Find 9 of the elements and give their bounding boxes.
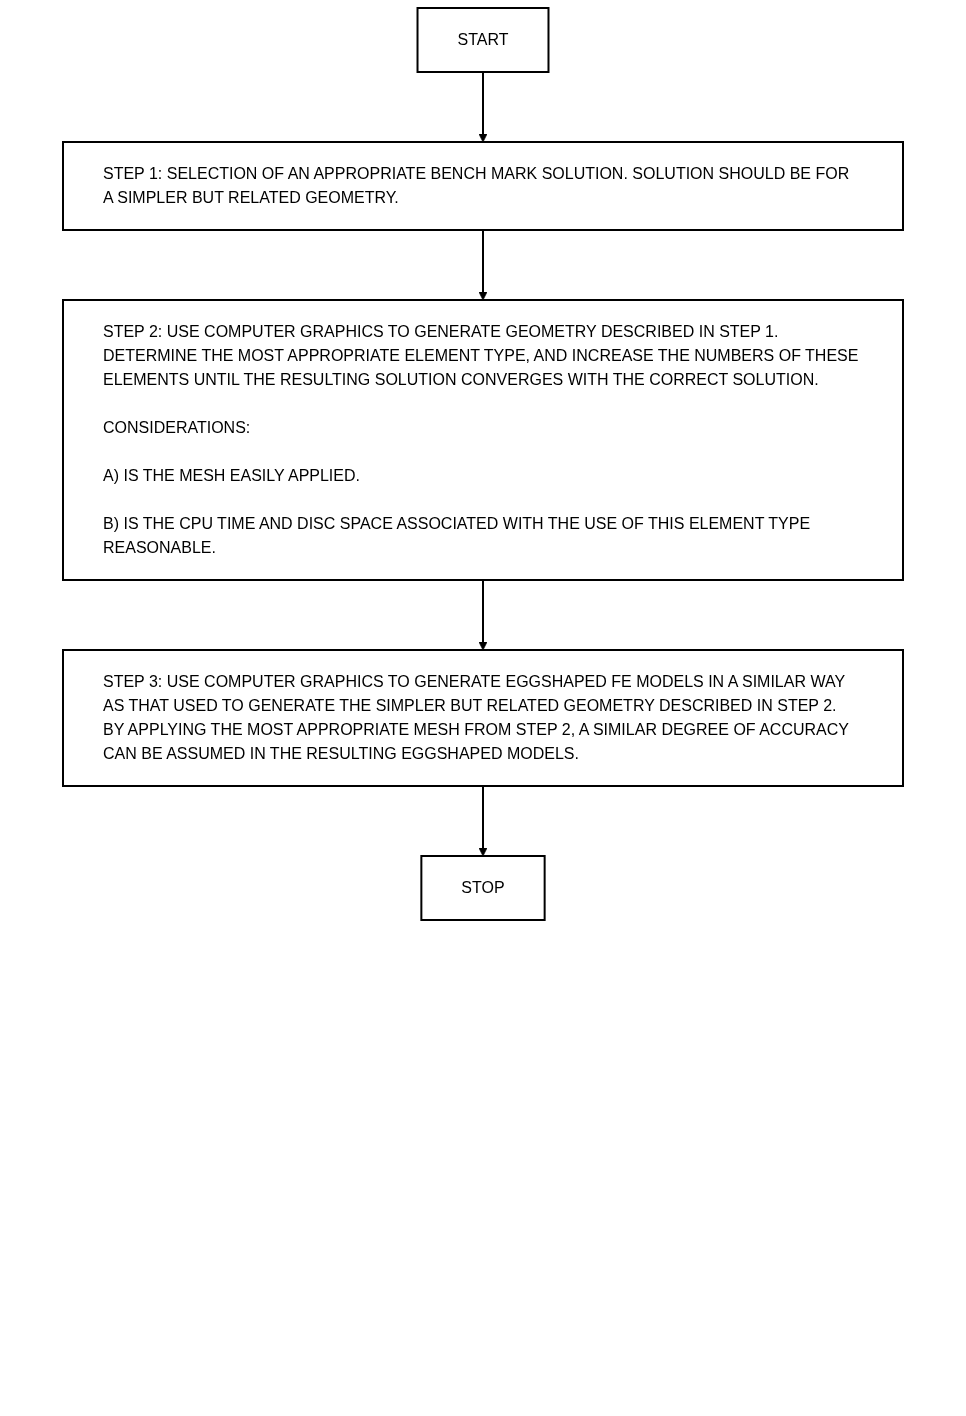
arrow [478, 785, 488, 857]
node-box: START [416, 7, 550, 73]
node-box: STOP [420, 855, 546, 921]
node-box: STEP 3: USE COMPUTER GRAPHICS TO GENERATE EGGSHAPED FE MODELS IN A SIMILAR WAY AS THAT USED TO GENERATE THE SIMPLER BUT RELATED GEOMETRY DESCRIBED IN STEP 2. BY APPLYING THE MOST APPROPRIATE MESH FROM STEP 2, A SIMILAR DEGREE OF ACCURACY CAN BE ASSUMED IN THE RESULTING EGGSHAPED MODELS. [62, 649, 904, 787]
arrow [478, 71, 488, 143]
arrow [478, 229, 488, 301]
node-box: STEP 2: USE COMPUTER GRAPHICS TO GENERATE GEOMETRY DESCRIBED IN STEP 1. DETERMINE THE MOST APPROPRIATE ELEMENT TYPE, AND INCREASE THE NUMBERS OF THESE ELEMENTS UNTIL THE RESULTING SOLUTION CONVERGES WITH THE CORRECT SOLUTION. CONSIDERATIONS: A) IS THE MESH EASILY APPLIED. B) IS THE CPU TIME AND DISC SPACE ASSOCIATED WITH THE USE OF THIS ELEMENT TYPE REASONABLE. [62, 299, 904, 581]
arrow [478, 579, 488, 651]
node-box: STEP 1: SELECTION OF AN APPROPRIATE BENCH MARK SOLUTION. SOLUTION SHOULD BE FOR A SIMPLER BUT RELATED GEOMETRY. [62, 141, 904, 231]
